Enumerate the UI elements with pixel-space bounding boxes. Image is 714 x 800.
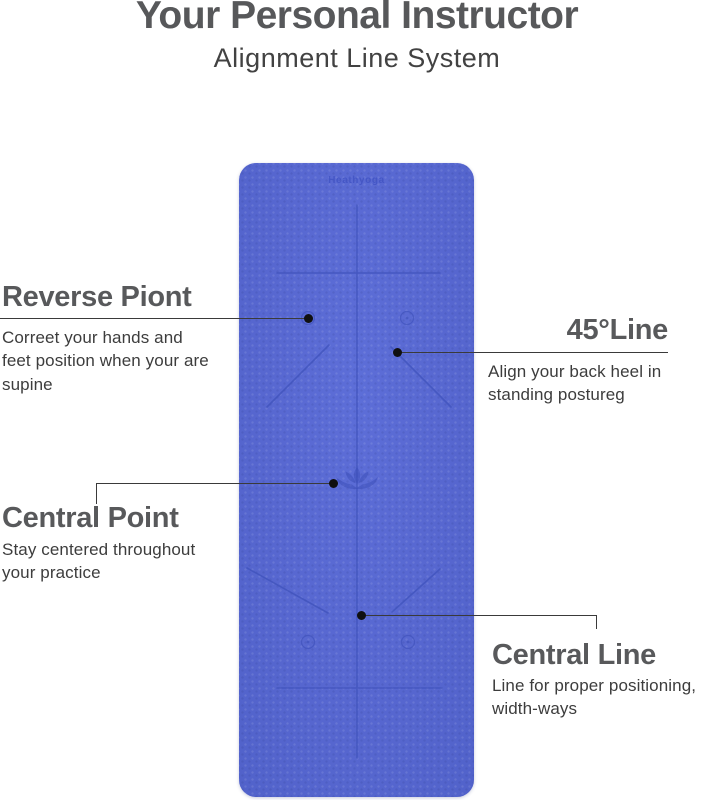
upper-right-45-line bbox=[390, 346, 452, 408]
central-point-body: Stay centered throughout your practice bbox=[2, 540, 196, 583]
reverse-point-heading: Reverse Piont bbox=[2, 281, 192, 313]
lotus-icon bbox=[336, 467, 378, 490]
lower-left-45-line bbox=[246, 567, 329, 614]
mat-brand-text: Heathyoga bbox=[328, 175, 385, 186]
ring-marker-bottom-right bbox=[400, 634, 416, 650]
lower-right-45-line bbox=[391, 568, 441, 613]
yoga-mat: Heathyoga bbox=[239, 163, 474, 797]
reverse-point-connector-line bbox=[0, 318, 308, 319]
45-line-connector-line bbox=[397, 352, 668, 353]
central-line-connector-line bbox=[361, 615, 597, 616]
ring-marker-bottom-left bbox=[300, 634, 316, 650]
central-point-heading: Central Point bbox=[2, 502, 179, 534]
central-line-heading: Central Line bbox=[492, 639, 656, 671]
central-point-dot bbox=[329, 479, 338, 488]
45-line-heading: 45°Line bbox=[566, 314, 669, 346]
upper-left-45-line bbox=[266, 344, 330, 408]
mat-alignment-lines bbox=[246, 204, 452, 759]
central-line-body: Line for proper positioning, width-ways bbox=[492, 676, 697, 719]
page-subtitle: Alignment Line System bbox=[213, 43, 501, 73]
central-line-connector-elbow bbox=[596, 615, 597, 629]
central-line-dot bbox=[357, 611, 366, 620]
page-title: Your Personal Instructor bbox=[135, 0, 579, 37]
central-point-connector-elbow bbox=[96, 483, 97, 504]
ring-marker-top-right bbox=[399, 310, 415, 326]
reverse-point-body: Correet your hands and feet position whe… bbox=[2, 328, 209, 394]
reverse-point-dot bbox=[304, 314, 313, 323]
45-line-dot bbox=[393, 348, 402, 357]
central-point-connector-line bbox=[96, 483, 333, 484]
45-line-body: Align your back heel in standing posture… bbox=[488, 362, 662, 405]
